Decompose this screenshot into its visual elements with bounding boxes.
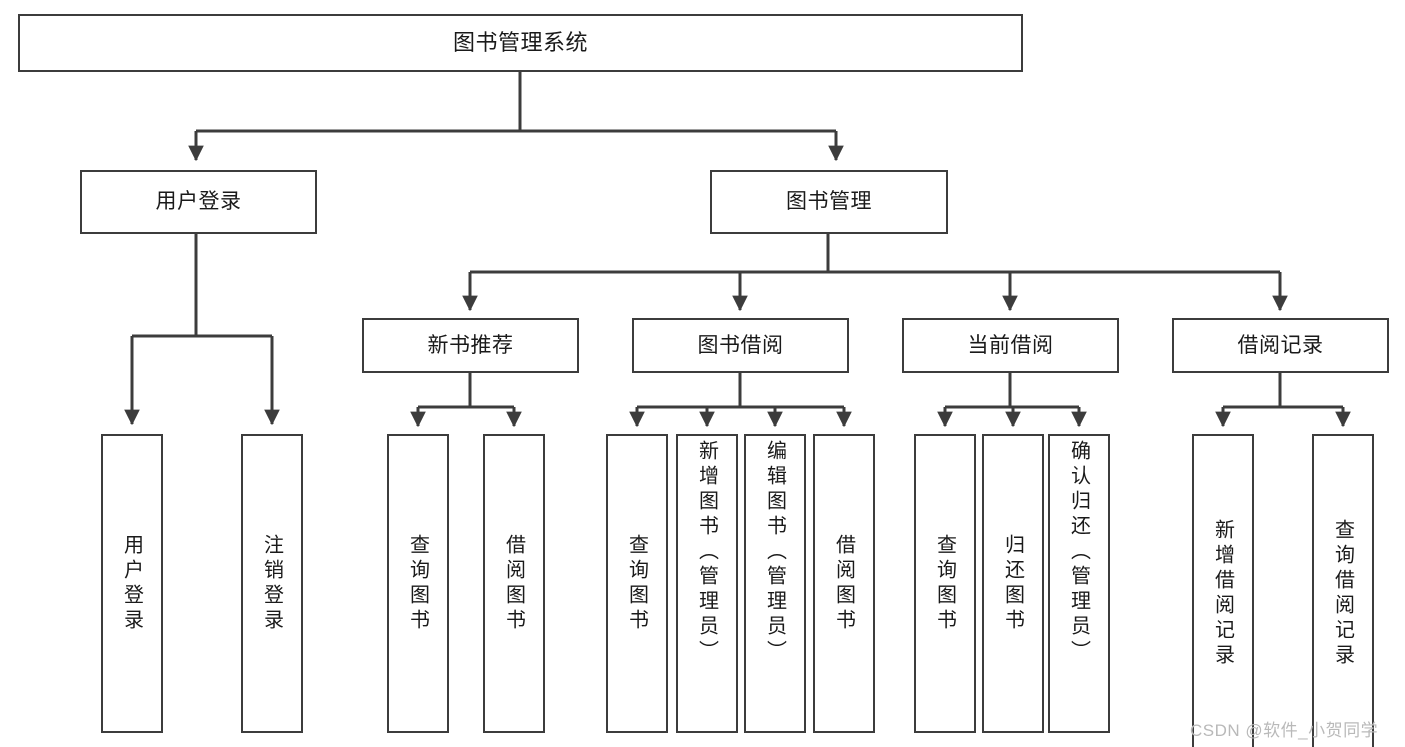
node-root-system[interactable]: 图书管理系统: [18, 14, 1023, 72]
node-label: 借阅记录: [1237, 333, 1324, 357]
leaf-records-add-record[interactable]: 新增借阅记录: [1192, 434, 1254, 747]
leaf-borrow-borrow-book[interactable]: 借阅图书: [813, 434, 875, 733]
leaf-current-query-book[interactable]: 查询图书: [914, 434, 976, 733]
watermark-text: CSDN @软件_小贺同学: [1190, 721, 1379, 740]
node-label: 查询图书: [625, 533, 648, 634]
node-label: 新增图书（管理员）: [695, 440, 718, 665]
leaf-current-confirm-return-admin[interactable]: 确认归还（管理员）: [1048, 434, 1110, 733]
node-new-book-recommend[interactable]: 新书推荐: [362, 318, 579, 373]
leaf-borrow-query-book[interactable]: 查询图书: [606, 434, 668, 733]
node-label: 新书推荐: [427, 333, 514, 357]
node-label: 查询图书: [933, 533, 956, 634]
node-book-borrow[interactable]: 图书借阅: [632, 318, 849, 373]
node-book-management[interactable]: 图书管理: [710, 170, 948, 234]
leaf-recommend-borrow-book[interactable]: 借阅图书: [483, 434, 545, 733]
node-current-borrow[interactable]: 当前借阅: [902, 318, 1119, 373]
leaf-borrow-edit-book-admin[interactable]: 编辑图书（管理员）: [744, 434, 806, 733]
node-label: 注销登录: [260, 533, 283, 634]
leaf-current-return-book[interactable]: 归还图书: [982, 434, 1044, 733]
leaf-recommend-query-book[interactable]: 查询图书: [387, 434, 449, 733]
leaf-user-login-logout[interactable]: 注销登录: [241, 434, 303, 733]
node-label: 编辑图书（管理员）: [763, 440, 786, 665]
node-label: 当前借阅: [967, 333, 1054, 357]
node-label: 查询图书: [406, 533, 429, 634]
node-label: 图书借阅: [697, 333, 784, 357]
node-label: 新增借阅记录: [1211, 518, 1234, 669]
node-label: 用户登录: [155, 190, 242, 214]
node-label: 借阅图书: [832, 533, 855, 634]
node-label: 用户登录: [120, 533, 143, 634]
leaf-borrow-add-book-admin[interactable]: 新增图书（管理员）: [676, 434, 738, 733]
node-borrow-records[interactable]: 借阅记录: [1172, 318, 1389, 373]
node-user-login[interactable]: 用户登录: [80, 170, 317, 234]
csdn-watermark: CSDN @软件_小贺同学: [1190, 716, 1378, 741]
node-label: 图书管理: [786, 190, 872, 214]
leaf-records-query-record[interactable]: 查询借阅记录: [1312, 434, 1374, 747]
node-label: 图书管理系统: [452, 29, 588, 55]
node-label: 归还图书: [1001, 533, 1024, 634]
leaf-user-login-login[interactable]: 用户登录: [101, 434, 163, 733]
node-label: 借阅图书: [502, 533, 525, 634]
node-label: 查询借阅记录: [1331, 518, 1354, 669]
node-label: 确认归还（管理员）: [1067, 440, 1090, 665]
